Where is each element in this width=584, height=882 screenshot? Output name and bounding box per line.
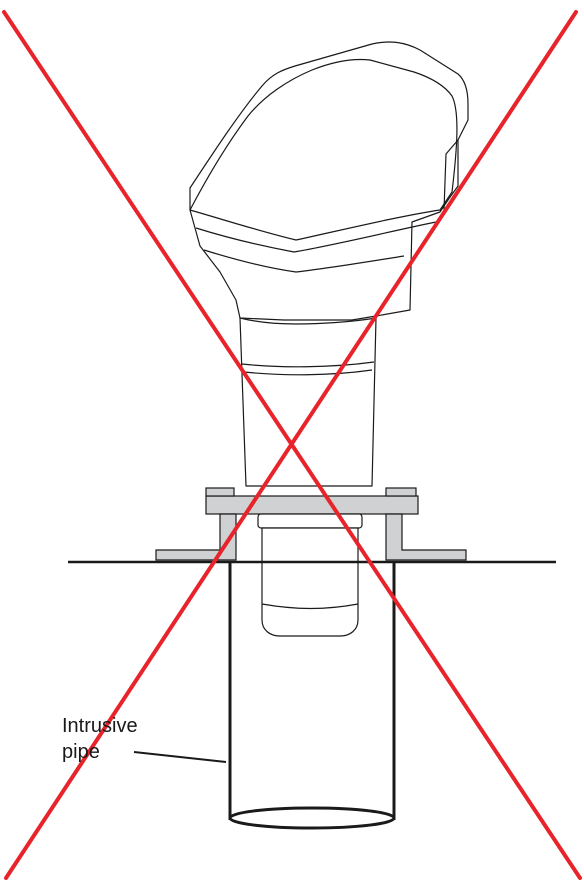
intrusive-pipe	[228, 562, 396, 830]
bracket-top-plate	[205, 495, 419, 515]
transducer-body	[261, 527, 359, 637]
transducer	[257, 513, 363, 637]
sensor-head	[189, 41, 469, 487]
sensor-side-edge	[443, 139, 459, 211]
bracket-right-leg	[385, 513, 467, 561]
incorrect-cross	[2, 10, 582, 880]
label-leader-line	[133, 751, 227, 763]
sensor-rim-line	[195, 221, 437, 253]
sensor-waist-line	[203, 249, 405, 273]
pipe-bottom-opening	[228, 806, 396, 830]
bracket-left-tab	[205, 487, 235, 497]
sensor-neck	[239, 317, 377, 487]
cross-stroke-2	[4, 10, 578, 880]
annotation-label-line-2: pipe	[62, 741, 100, 763]
sensor-neck-band	[241, 361, 375, 368]
sensor-lid	[189, 58, 458, 241]
bracket-left-leg	[155, 513, 237, 561]
bracket-right-tab	[385, 487, 417, 497]
annotation-label-line-1: Intrusive	[62, 715, 138, 737]
mounting-bracket	[155, 487, 467, 561]
sensor-neck-band-lower	[243, 369, 373, 376]
transducer-band	[261, 603, 359, 610]
